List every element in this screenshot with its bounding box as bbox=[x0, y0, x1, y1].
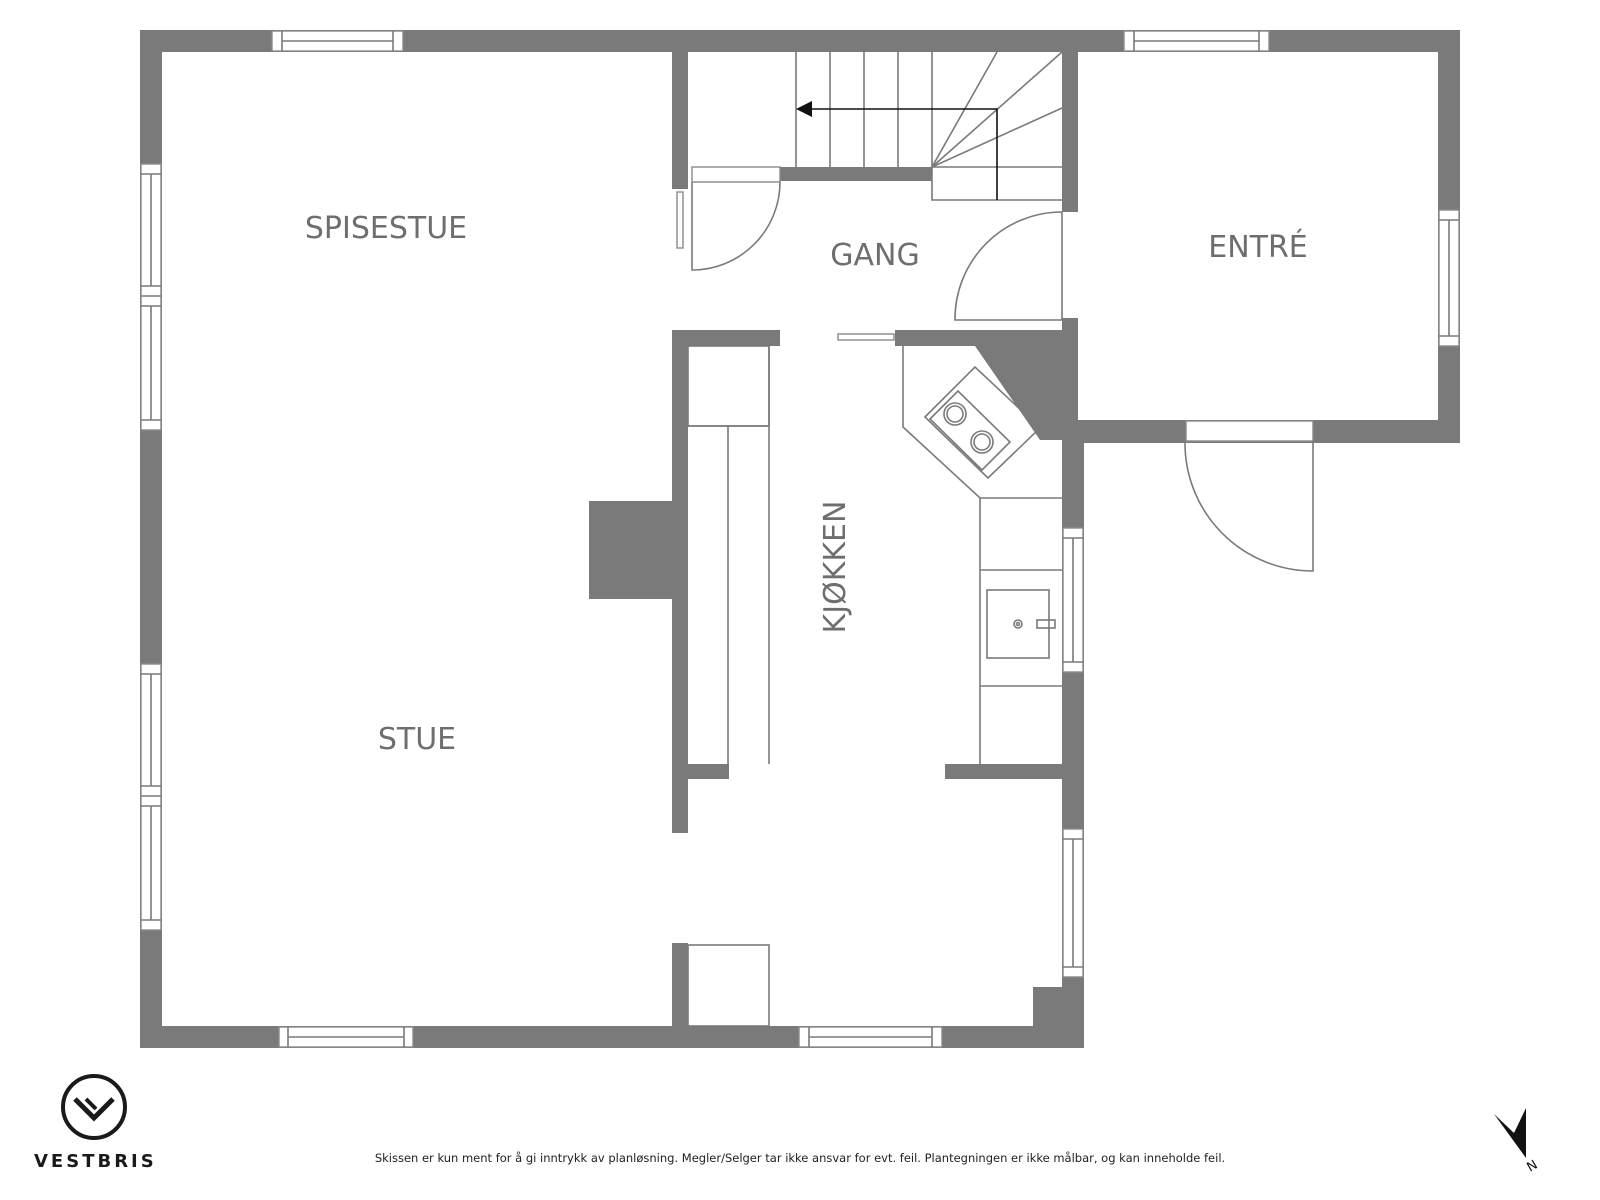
room-label-gang: GANG bbox=[830, 238, 919, 273]
staircase bbox=[691, 51, 1063, 201]
disclaimer-text: Skissen er kun ment for å gi inntrykk av… bbox=[374, 1151, 1226, 1165]
windows bbox=[140, 30, 1460, 1048]
compass: N bbox=[1490, 1100, 1550, 1185]
stove-icon bbox=[923, 365, 1042, 480]
brand-name: VESTBRIS bbox=[34, 1151, 157, 1172]
compass-label: N bbox=[1525, 1158, 1541, 1176]
room-label-spisestue: SPISESTUE bbox=[305, 211, 467, 246]
brand-logo: VESTBRIS bbox=[34, 1072, 154, 1172]
room-labels: SPISESTUE STUE GANG ENTRÉ KJØKKEN bbox=[305, 211, 1308, 757]
sink-icon bbox=[986, 589, 1056, 659]
vestbris-v-circle-icon bbox=[61, 1074, 127, 1140]
room-label-stue: STUE bbox=[378, 722, 456, 757]
north-arrow-icon: N bbox=[1494, 1108, 1541, 1176]
room-label-kjokken: KJØKKEN bbox=[818, 501, 853, 634]
openings bbox=[672, 189, 1078, 943]
stair-direction-arrow-icon bbox=[796, 101, 812, 117]
walls bbox=[140, 30, 1460, 1048]
room-label-entre: ENTRÉ bbox=[1208, 229, 1308, 265]
kitchen-fixtures bbox=[687, 345, 1062, 1027]
doors bbox=[691, 181, 1314, 572]
